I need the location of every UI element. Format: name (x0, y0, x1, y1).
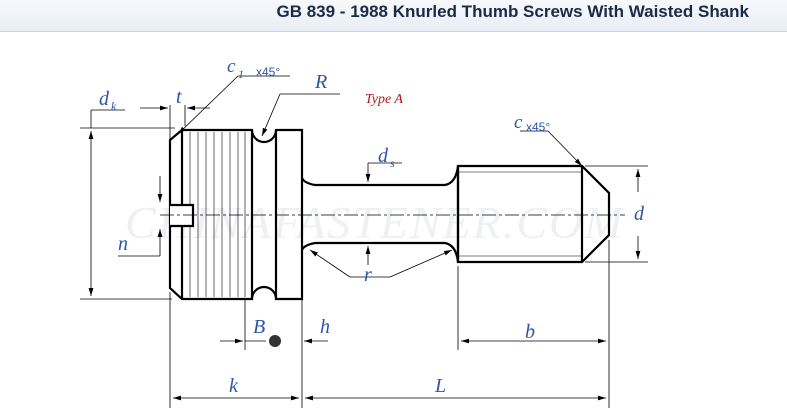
label-R: R (314, 71, 327, 93)
knurl-lines (189, 132, 582, 297)
label-b: b (525, 321, 535, 343)
screw-diagram-svg: CHINAFASTENER.COM (80, 56, 648, 408)
label-ds-sub: s (390, 156, 395, 170)
page-header: GB 839 - 1988 Knurled Thumb Screws With … (0, 0, 787, 32)
label-d: d (634, 203, 645, 225)
label-h: h (320, 316, 330, 338)
watermark-text: CHINAFASTENER.COM (125, 197, 625, 248)
label-ds: d (378, 145, 389, 167)
label-c-angle: x45° (526, 120, 550, 134)
label-c1-sub: 1 (238, 67, 244, 81)
label-r: r (364, 264, 372, 286)
type-label: Type A (365, 92, 403, 107)
ball-marker (269, 335, 281, 347)
dimension-lines (80, 75, 648, 408)
label-n: n (118, 233, 128, 255)
label-k: k (229, 375, 239, 397)
label-c1-angle: x45° (256, 65, 280, 79)
label-L: L (434, 375, 446, 397)
label-c: c (514, 112, 523, 133)
page-title: GB 839 - 1988 Knurled Thumb Screws With … (276, 2, 750, 21)
label-dk-sub: k (111, 99, 117, 113)
technical-drawing: CHINAFASTENER.COM (0, 32, 787, 413)
label-c1: c (227, 56, 236, 77)
label-dk: d (99, 88, 110, 110)
label-t: t (176, 86, 182, 108)
label-B: B (253, 316, 265, 338)
